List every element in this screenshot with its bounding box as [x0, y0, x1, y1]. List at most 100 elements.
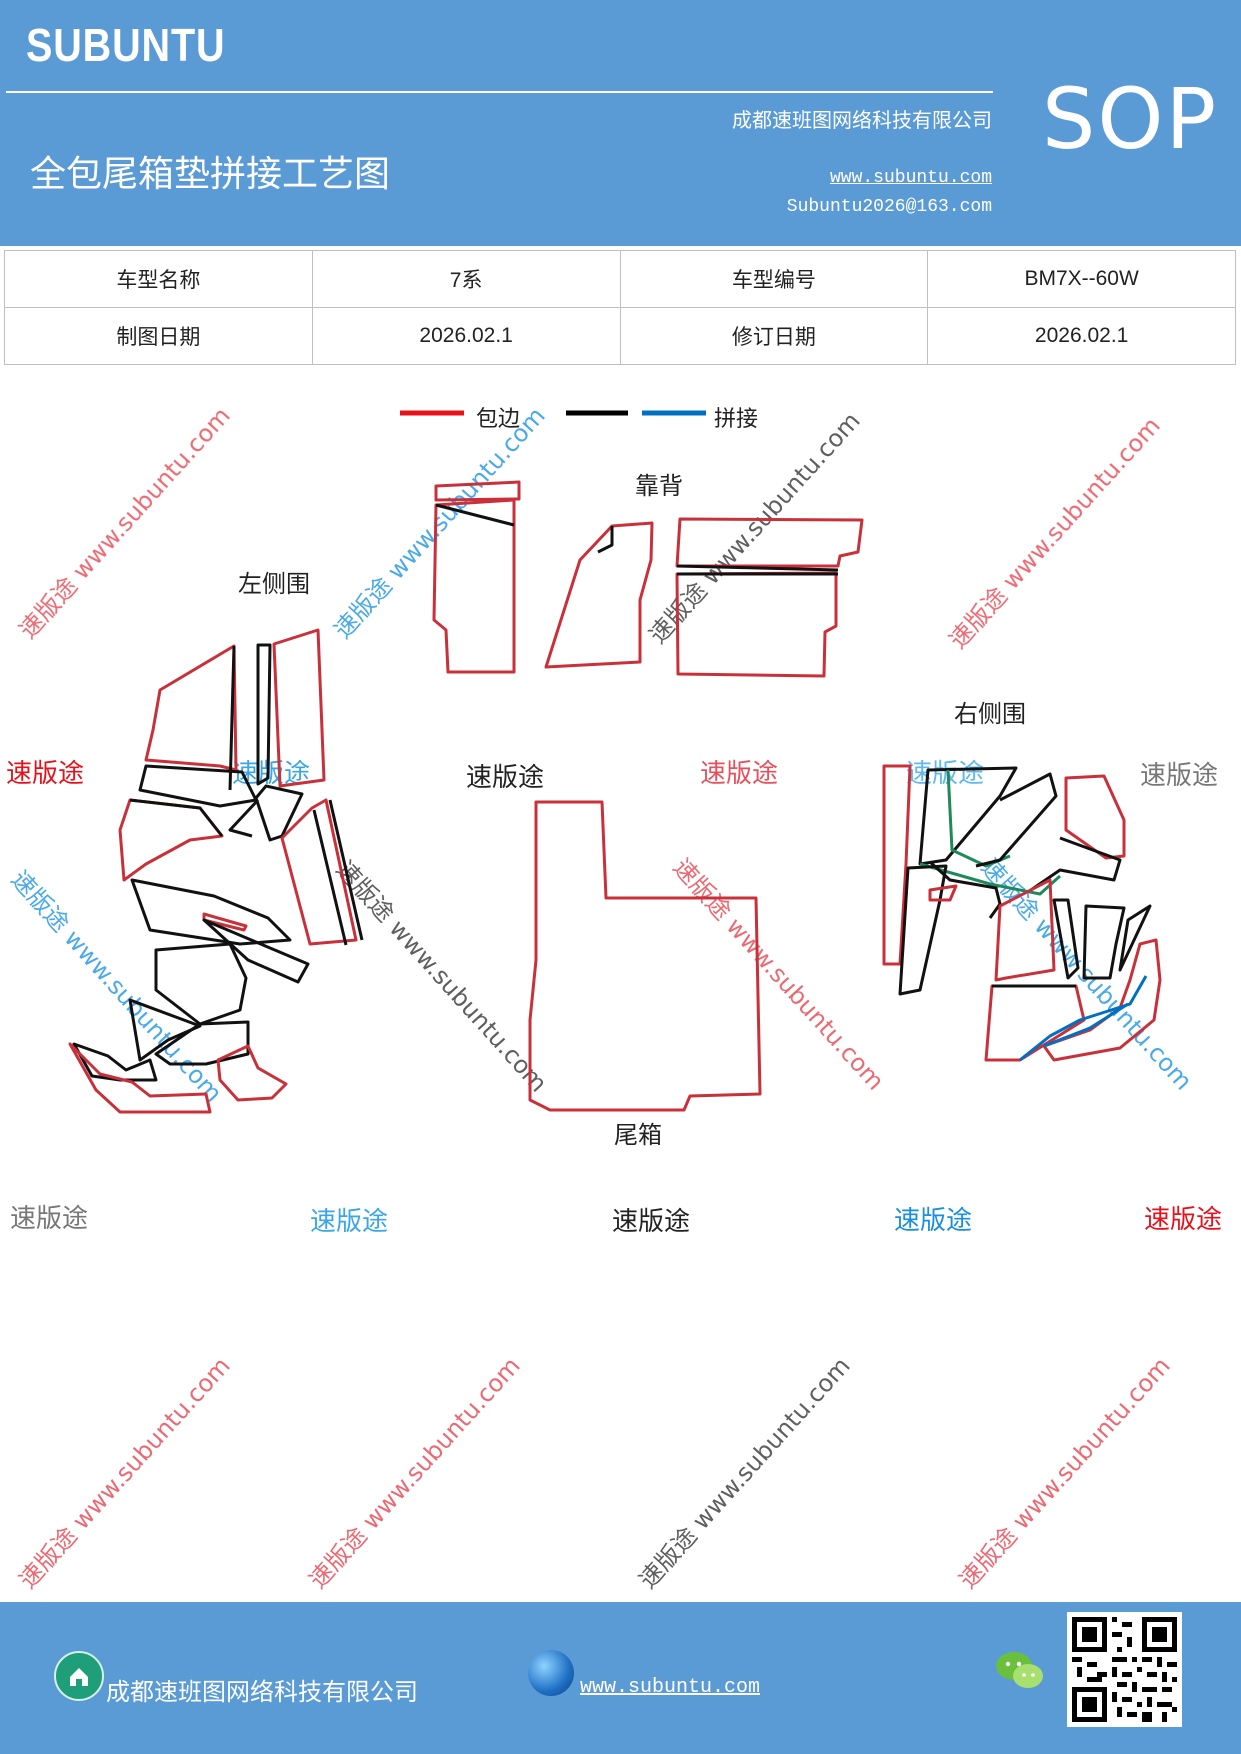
left-piece-2	[256, 643, 272, 786]
left-seam	[129, 798, 224, 837]
watermark-brand: 速版途	[906, 759, 984, 789]
wechat-icon	[996, 1652, 1043, 1688]
label-trunk: 尾箱	[614, 1121, 662, 1149]
draw-date-value: 2026.02.1	[311, 307, 621, 365]
right-piece-10	[1052, 898, 1080, 980]
watermark-brand: 速版途	[1140, 761, 1218, 791]
header-email: Subuntu2026@163.com	[786, 197, 992, 217]
left-piece-11	[154, 942, 248, 1026]
left-piece-8	[130, 878, 292, 946]
right-piece-12	[1118, 904, 1152, 972]
left-piece-4	[138, 764, 258, 808]
watermark-brand: 速版途	[700, 759, 778, 789]
left-piece-13	[154, 1020, 250, 1066]
table-row: 制图日期 2026.02.1 修订日期 2026.02.1	[4, 307, 1236, 365]
trunk-piece	[528, 800, 762, 1112]
sop-badge: SOP	[1042, 70, 1219, 168]
label-backrest: 靠背	[635, 472, 683, 500]
watermark-diag: 速版途 www.subuntu.com	[14, 1352, 236, 1594]
left-seam	[312, 799, 364, 946]
revise-date-value: 2026.02.1	[927, 307, 1236, 365]
watermark-brand: 速版途	[612, 1207, 690, 1237]
left-piece-14	[72, 1042, 158, 1082]
watermark-group-top: 速版途 www.subuntu.com 速版途 www.subuntu.com	[14, 402, 1166, 654]
left-piece-16	[216, 1044, 288, 1102]
home-icon-graphic	[70, 1668, 88, 1686]
left-piece-12	[128, 998, 202, 1062]
backrest-seam	[676, 564, 839, 572]
watermark-diag: 速版途 www.subuntu.com	[634, 1352, 856, 1594]
left-piece-6	[254, 784, 304, 842]
left-piece-7	[280, 798, 358, 946]
watermark-brand: 速版途	[6, 759, 84, 789]
page-title: 全包尾箱垫拼接工艺图	[30, 154, 391, 195]
watermark-group-bottom: 速版途 www.subuntu.com 速版途 www.subuntu.com …	[14, 1352, 1176, 1594]
watermark-diag: 速版途 www.subuntu.com	[6, 865, 228, 1107]
model-name-value: 7系	[311, 250, 621, 308]
header-banner: SUBUNTU 成都速班图网络科技有限公司 全包尾箱垫拼接工艺图 www.sub…	[0, 0, 1241, 246]
backrest-piece-left	[432, 498, 516, 674]
left-seam	[228, 645, 236, 791]
watermark-diag: 速版途 www.subuntu.com	[668, 853, 890, 1095]
watermark-brand: 速版途	[310, 1207, 388, 1237]
watermark-diag: 速版途 www.subuntu.com	[944, 412, 1166, 654]
watermark-diag: 速版途 www.subuntu.com	[954, 1352, 1176, 1594]
header-company: 成都速班图网络科技有限公司	[732, 108, 992, 132]
model-code-value: BM7X--60W	[927, 250, 1236, 308]
watermark-diag: 速版途 www.subuntu.com	[331, 855, 553, 1097]
backrest-seam	[597, 526, 614, 554]
right-piece-4	[1064, 774, 1126, 860]
left-piece-10	[202, 918, 310, 984]
backrest-piece-mid	[544, 521, 654, 669]
right-piece-11	[1082, 904, 1126, 980]
watermark-brand: 速版途	[1144, 1205, 1222, 1235]
trunk-floor	[528, 800, 762, 1112]
left-side-pieces	[68, 628, 364, 1114]
right-splice-blue	[1043, 1002, 1129, 1048]
right-side-pieces	[882, 764, 1162, 1062]
footer-website-link[interactable]: www.subuntu.com	[580, 1676, 761, 1699]
brand-logo: SUBUNTU	[26, 19, 226, 71]
right-piece-2	[918, 766, 1018, 866]
watermark-group-horizontal: 速版途 速版途 速版途 速版途 速版途 速版途 速版途 速版途 速版途 速版途 …	[6, 759, 1222, 1237]
left-piece-9	[202, 912, 248, 932]
table-row: 车型名称 7系 车型编号 BM7X--60W	[4, 250, 1236, 308]
right-piece-3	[975, 772, 1058, 868]
right-splice-blue	[1019, 975, 1148, 1062]
backrest-seam	[435, 503, 515, 527]
watermark-brand: 速版途	[466, 763, 544, 793]
left-seam	[228, 798, 260, 838]
draw-date-label: 制图日期	[4, 307, 313, 365]
watermark-brand: 速版途	[10, 1204, 88, 1234]
part-labels: 靠背 左侧围 右侧围 尾箱	[238, 472, 1026, 1149]
qr-code	[1067, 1612, 1182, 1727]
right-piece-1	[882, 764, 912, 966]
label-left-side: 左侧围	[238, 570, 310, 598]
right-piece-9	[994, 878, 1056, 982]
watermark-group-blue: 速版途 www.subuntu.com	[329, 402, 551, 644]
footer-company: 成都速班图网络科技有限公司	[106, 1678, 418, 1706]
header-website-link[interactable]: www.subuntu.com	[829, 168, 992, 188]
legend: 包边 拼接	[400, 407, 758, 432]
watermark-diag: 速版途 www.subuntu.com	[304, 1352, 526, 1594]
legend-label-splice: 拼接	[714, 407, 758, 432]
backrest-pieces	[432, 480, 864, 678]
globe-icon	[528, 1650, 574, 1696]
info-table: 车型名称 7系 车型编号 BM7X--60W 制图日期 2026.02.1 修订…	[4, 250, 1236, 365]
watermark-brand: 速版途	[894, 1206, 972, 1236]
model-name-label: 车型名称	[4, 250, 313, 308]
left-piece-1	[144, 644, 238, 772]
watermark-diag: 速版途 www.subuntu.com	[329, 402, 551, 644]
left-piece-3	[272, 628, 326, 788]
revise-date-label: 修订日期	[619, 307, 929, 365]
header-divider	[6, 91, 993, 93]
qr-code-graphic	[1067, 1612, 1182, 1727]
right-piece-7	[898, 864, 948, 996]
legend-label-edge: 包边	[476, 407, 520, 432]
right-piece-8	[928, 884, 958, 902]
left-piece-5	[118, 798, 224, 882]
right-piece-14	[1042, 938, 1162, 1062]
right-piece-5	[1027, 836, 1122, 894]
home-icon	[54, 1651, 104, 1701]
